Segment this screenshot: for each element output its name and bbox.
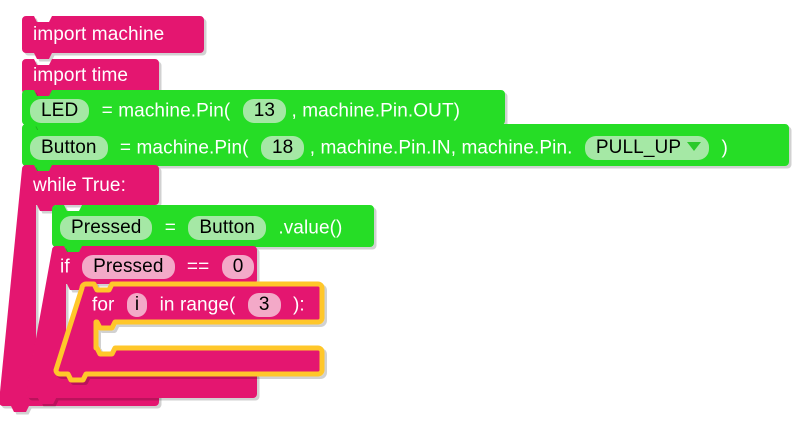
block-pressed-assign[interactable]	[52, 205, 374, 253]
block-import-time[interactable]	[22, 59, 159, 100]
block-if-pressed[interactable]	[26, 246, 257, 404]
block-button-assign[interactable]	[22, 124, 789, 172]
block-for-range[interactable]	[53, 281, 325, 383]
block-import-machine[interactable]	[22, 16, 204, 59]
